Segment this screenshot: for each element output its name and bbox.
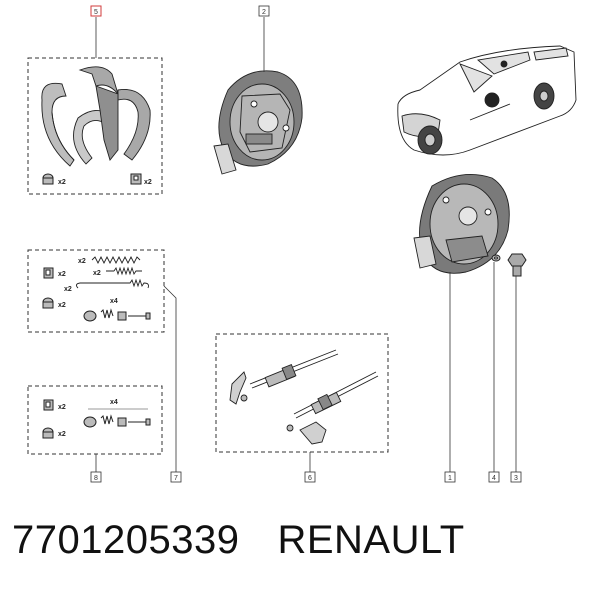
callout-6[interactable]: 6 <box>304 471 316 483</box>
k7-retaining-set-icon <box>83 308 151 322</box>
svg-text:5: 5 <box>94 9 98 16</box>
spring-mid-qty: x2 <box>93 270 101 277</box>
brand-name: RENAULT <box>277 518 465 562</box>
k7-cap-icon <box>42 297 54 309</box>
callout-3[interactable]: 3 <box>510 471 522 483</box>
svg-text:4: 4 <box>492 475 496 482</box>
k8-clip-qty: x2 <box>58 404 66 411</box>
k8-cap-icon <box>42 427 54 439</box>
backplate-assembly-icon <box>213 70 303 175</box>
kit-6-adjusters-box <box>215 333 389 472</box>
hook-spring-icon <box>75 278 149 289</box>
brake-shoe-right-icon <box>78 66 151 161</box>
k7-cap-qty: x2 <box>58 302 66 309</box>
callout-1[interactable]: 1 <box>444 471 456 483</box>
shoe-pin-qty: x2 <box>58 179 66 186</box>
callout-4[interactable]: 4 <box>488 471 500 483</box>
part-number: 7701205339 <box>12 518 240 562</box>
shoe-pin-icon <box>42 173 54 185</box>
kit-7-springs-box <box>27 249 177 472</box>
callout-8[interactable]: 8 <box>90 471 102 483</box>
k7-clip-icon <box>43 267 54 279</box>
shoe-clip-qty: x2 <box>144 179 152 186</box>
callout-7[interactable]: 7 <box>170 471 182 483</box>
k8-set-qty: x4 <box>110 399 118 406</box>
svg-text:3: 3 <box>514 475 518 482</box>
estate-car-illustration <box>397 45 577 156</box>
adjuster-upper-icon <box>229 349 339 405</box>
long-spring-icon <box>91 255 141 265</box>
svg-text:1: 1 <box>448 475 452 482</box>
k7-clip-qty: x2 <box>58 271 66 278</box>
k8-cap-qty: x2 <box>58 431 66 438</box>
bolt-icon <box>507 253 527 277</box>
shoe-clip-icon <box>130 173 142 185</box>
brake-shoe-left-icon <box>41 82 113 167</box>
svg-text:6: 6 <box>308 475 312 482</box>
washer-icon <box>491 254 501 262</box>
rear-backplate-icon <box>413 173 510 274</box>
medium-spring-icon <box>106 266 142 276</box>
adjuster-lower-icon <box>286 371 379 445</box>
k8-retaining-set-icon <box>83 414 151 428</box>
callout-5[interactable]: 5 <box>90 5 102 17</box>
exploded-parts-diagram: 5 x2 x2 2 <box>27 5 577 483</box>
svg-text:2: 2 <box>262 9 266 16</box>
svg-text:7: 7 <box>174 475 178 482</box>
k8-clip-icon <box>43 399 54 411</box>
part-caption: 7701205339 RENAULT <box>12 514 592 574</box>
k7-set-qty: x4 <box>110 298 118 305</box>
spring-low-qty: x2 <box>64 286 72 293</box>
kit-5-brake-shoes-box <box>27 17 163 195</box>
kit-8-fixings-box <box>27 385 163 472</box>
callout-2[interactable]: 2 <box>258 5 270 17</box>
svg-text:8: 8 <box>94 475 98 482</box>
spring-top-qty: x2 <box>78 258 86 265</box>
